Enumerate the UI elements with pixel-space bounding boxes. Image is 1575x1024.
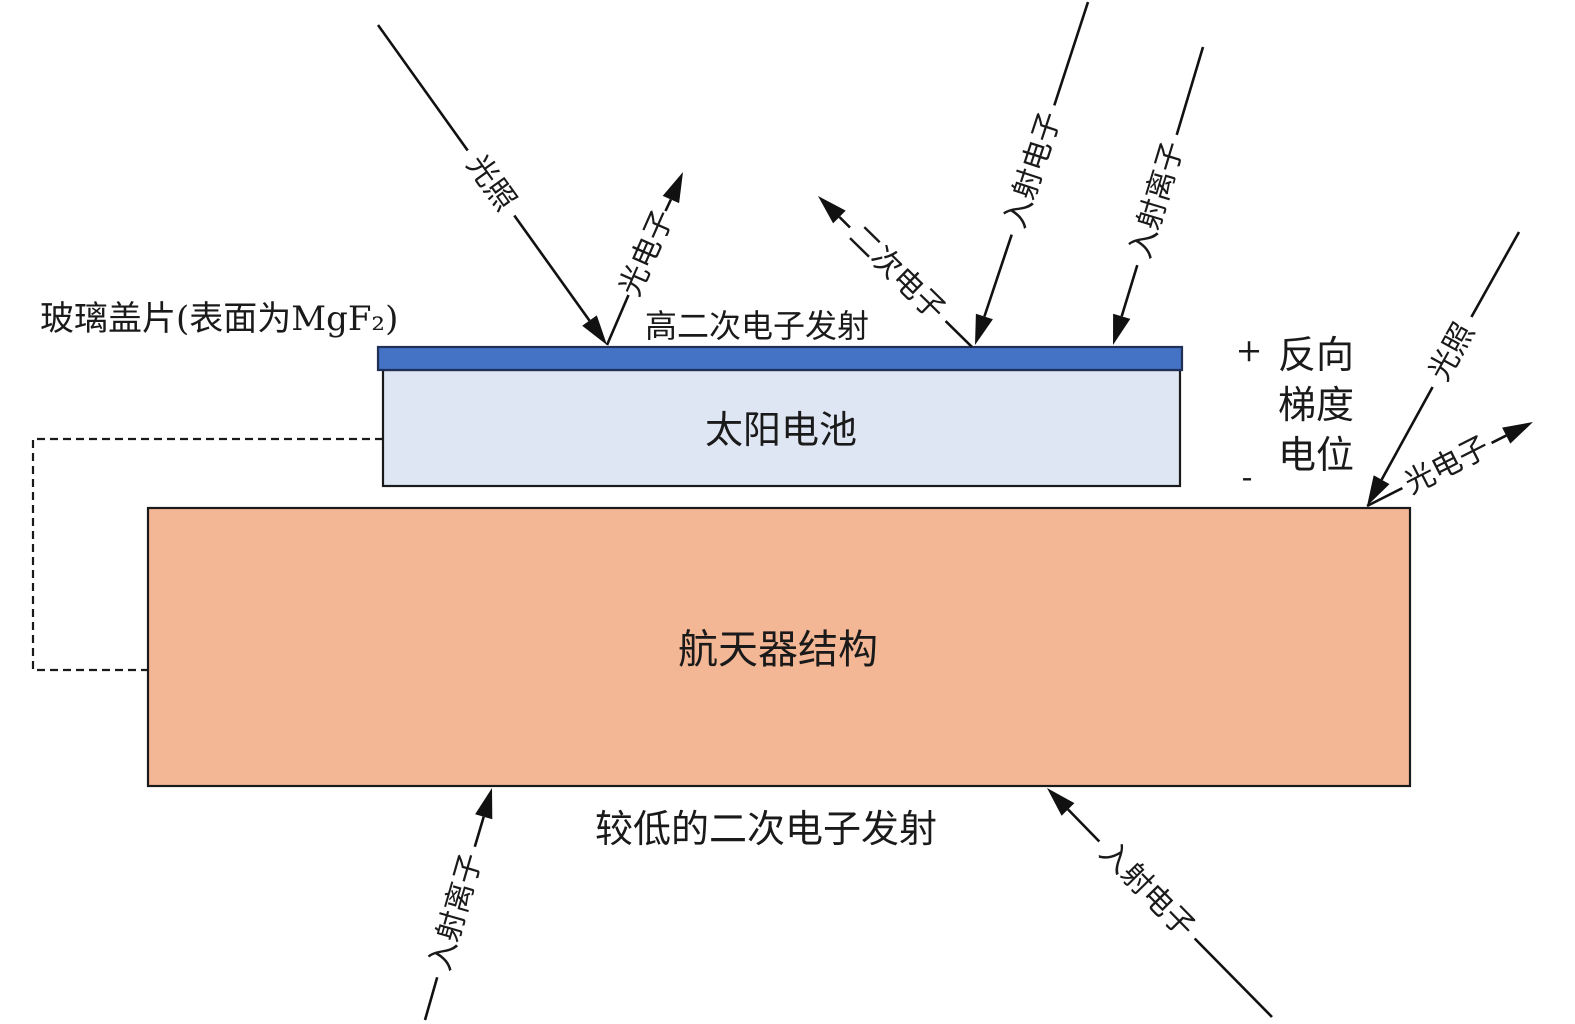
arrow-light-top-line-a	[376, 24, 469, 152]
arrow-secondary-electron-head	[818, 196, 846, 224]
high-emission-label: 高二次电子发射	[645, 307, 869, 345]
solar-cell-box	[381, 368, 1182, 488]
arrow-incident-electron-bottom: 入射电子	[1047, 788, 1273, 1018]
arrow-secondary-electron-line-a	[944, 320, 973, 348]
arrow-light-top-head	[582, 315, 607, 345]
arrow-incident-ion-bottom-label: 入射离子	[423, 850, 490, 975]
arrow-photoelectron-right: 光电子	[1366, 422, 1533, 508]
arrow-photoelectron-top-label: 光电子	[613, 205, 681, 301]
arrow-incident-ion-top-head	[1113, 313, 1131, 345]
arrow-light-top-label: 光照	[459, 148, 522, 217]
arrow-photoelectron-top-head	[662, 172, 683, 204]
glass-cover-label: 玻璃盖片(表面为MgF₂)	[40, 299, 398, 339]
arrow-photoelectron-right-label: 光电子	[1399, 430, 1495, 502]
arrow-secondary-electron-line-b	[838, 216, 851, 229]
arrow-photoelectron-top-line-a	[605, 294, 630, 346]
gradient-label-line-2: 梯度	[1278, 383, 1354, 427]
arrow-incident-electron-bottom-line-b	[1067, 808, 1101, 843]
low-emission-label: 较低的二次电子发射	[595, 807, 937, 851]
arrow-light-right-line-b	[1380, 386, 1434, 481]
gradient-label-line-3: 电位	[1278, 433, 1354, 477]
arrow-light-right-head	[1367, 475, 1390, 506]
arrow-incident-electron-top: 入射电子	[975, 1, 1090, 345]
gradient-label-line-1: 反向	[1278, 333, 1354, 377]
arrow-light-right-line-a	[1470, 231, 1521, 318]
arrow-photoelectron-right-line-a	[1366, 486, 1403, 508]
arrow-incident-electron-bottom-label: 入射电子	[1092, 835, 1201, 945]
arrow-incident-ion-top-line-a	[1175, 46, 1205, 136]
spacecraft-structure-box	[146, 506, 1412, 788]
arrow-light-right-label: 光照	[1422, 317, 1482, 386]
arrow-incident-ion-bottom-line-a	[423, 976, 439, 1021]
arrow-incident-ion-top-line-b	[1120, 264, 1139, 317]
arrow-incident-ion-top-label: 入射离子	[1123, 138, 1191, 263]
glass-cover-strip	[376, 345, 1184, 372]
arrow-incident-ion-bottom-head	[475, 788, 493, 820]
arrow-incident-electron-bottom-line-a	[1193, 937, 1273, 1018]
ground-connection-dashed-line	[31, 437, 383, 672]
arrow-incident-electron-top-line-b	[983, 234, 1013, 317]
arrow-photoelectron-right-line-b	[1491, 434, 1507, 445]
spacecraft-structure-label: 航天器结构	[678, 627, 878, 673]
arrow-light-top-line-b	[513, 214, 591, 322]
arrow-incident-electron-bottom-head	[1047, 788, 1075, 816]
arrow-incident-ion-bottom: 入射离子	[423, 788, 493, 1021]
arrow-incident-ion-bottom-line-b	[473, 816, 485, 848]
arrow-photoelectron-right-head	[1502, 422, 1533, 444]
minus-sign: -	[1242, 458, 1253, 496]
arrow-incident-electron-top-line-a	[1053, 1, 1090, 106]
solar-cell-label: 太阳电池	[705, 408, 857, 452]
plus-sign: +	[1236, 331, 1263, 369]
arrow-photoelectron-top-line-b	[664, 198, 673, 212]
arrow-incident-ion-top: 入射离子	[1113, 46, 1205, 345]
arrow-incident-electron-top-label: 入射电子	[998, 108, 1069, 233]
arrow-light-top: 光照	[376, 24, 607, 345]
arrow-incident-electron-top-head	[975, 313, 993, 345]
